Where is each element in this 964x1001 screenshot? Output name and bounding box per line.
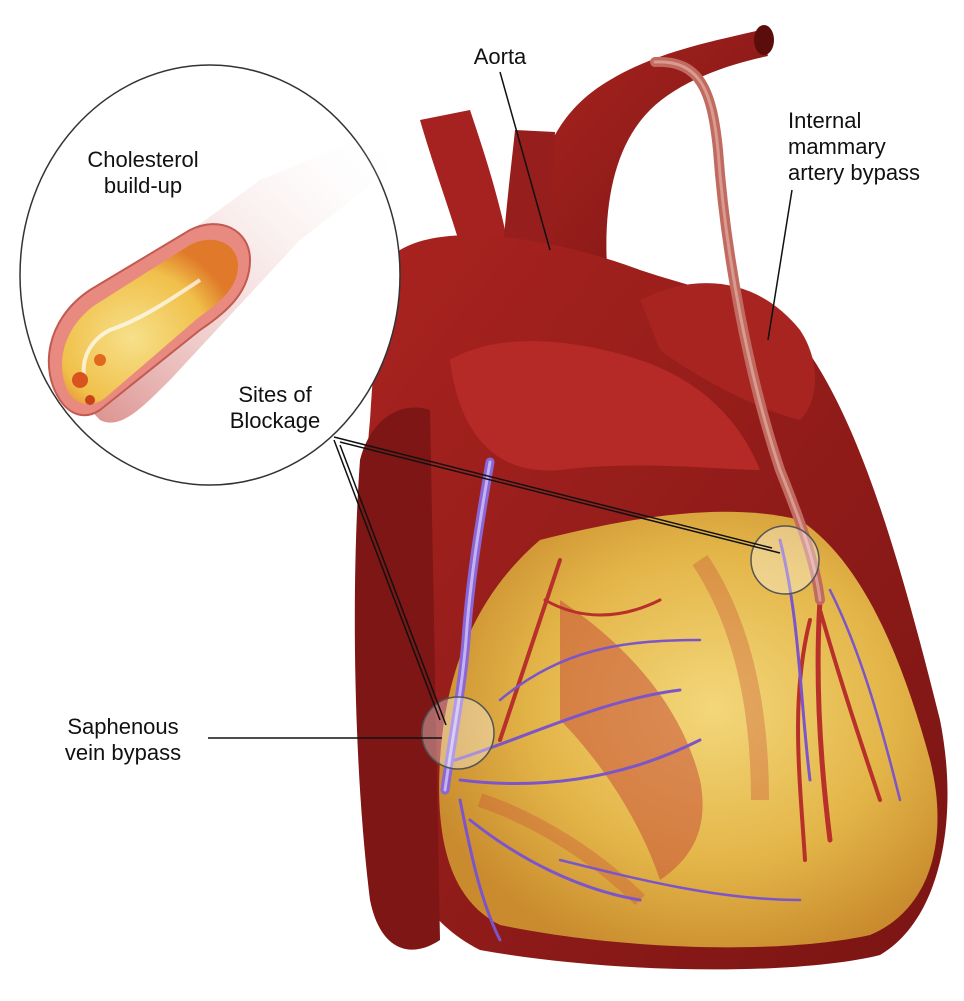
cholesterol-label: Cholesterol build-up xyxy=(58,147,228,199)
saphenous-label: Saphenous vein bypass xyxy=(38,714,208,766)
internal-mammary-label: Internal mammary artery bypass xyxy=(788,108,964,186)
sites-of-blockage-label: Sites of Blockage xyxy=(210,382,340,434)
aorta-label: Aorta xyxy=(440,44,560,70)
